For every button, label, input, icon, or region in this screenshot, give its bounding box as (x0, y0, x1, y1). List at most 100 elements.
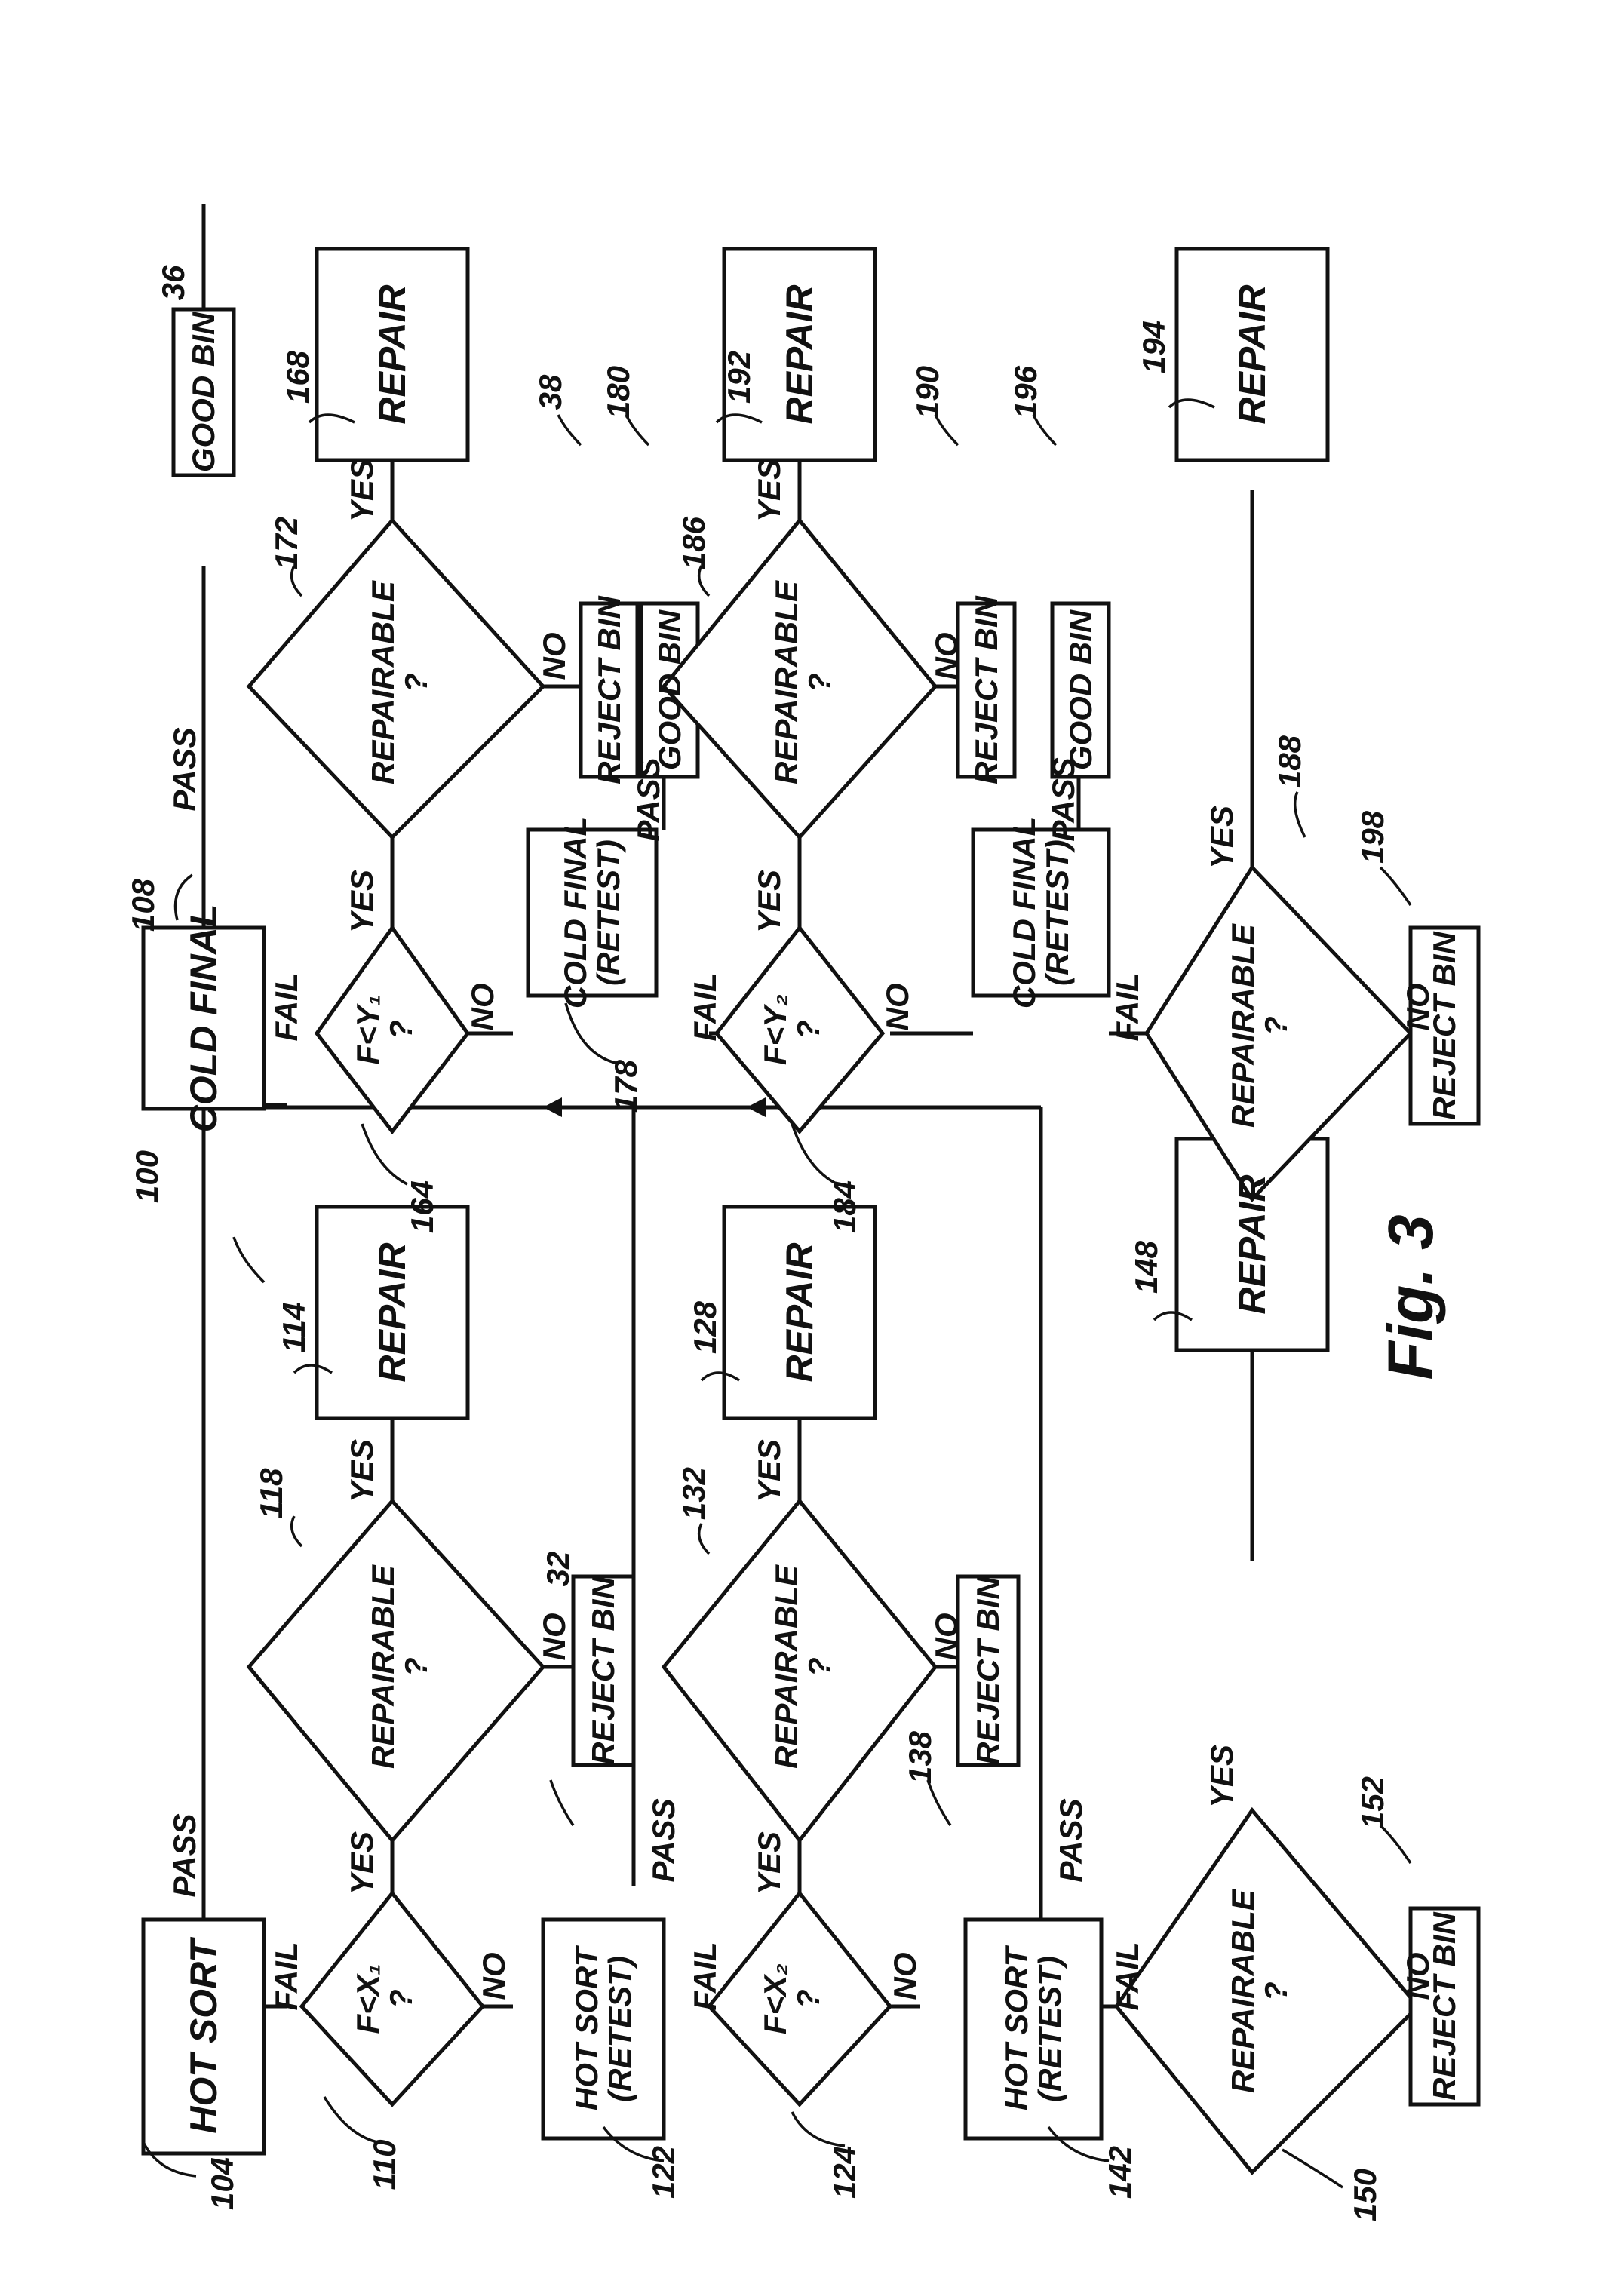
d172-text: REPAIRABLE (367, 581, 400, 784)
d164-label: F<Y₁? (352, 995, 418, 1065)
cold-retest-178-text: COLD FINAL (559, 817, 592, 1008)
ref-190: 190 (911, 366, 944, 419)
edge-pass-178: PASS (632, 757, 665, 841)
edge-pass-108: PASS (168, 727, 201, 811)
d110-text: F<X₁ (352, 1964, 385, 2034)
hot-retest-142-label: HOT SORT(RETEST) (1000, 1948, 1067, 2110)
d188-text: REPAIRABLE (1226, 924, 1260, 1128)
ref-188: 188 (1273, 735, 1306, 788)
reject-bin-152-label: REJECT BIN (1428, 1912, 1461, 2101)
edge-yes-186: YES (753, 459, 786, 522)
ref-180: 180 (602, 366, 635, 419)
ref-178: 178 (609, 1060, 643, 1113)
edge-no-172: NO (538, 633, 571, 680)
good-bin-180-label: GOOD BIN (653, 610, 686, 770)
edge-pass-142: PASS (1055, 1798, 1088, 1882)
hot-retest-122-sub: (RETEST) (603, 1948, 637, 2110)
edge-yes-150: YES (1205, 1745, 1239, 1808)
edge-yes-184: YES (753, 870, 786, 933)
edge-no-150: NO (1401, 1953, 1435, 2000)
d184-label: F<Y₂? (759, 994, 825, 1065)
reject-bin-190-label: REJECT BIN (970, 596, 1003, 784)
edge-fail-108: FAIL (270, 973, 303, 1042)
ref-150: 150 (1349, 2169, 1382, 2221)
ref-186: 186 (677, 517, 711, 569)
ref-138: 138 (904, 1731, 937, 1784)
reject-bin-32-label: REJECT BIN (587, 1576, 620, 1765)
ref-196: 196 (1009, 366, 1042, 419)
d132-q: ? (803, 1565, 837, 1769)
edge-no-164: NO (466, 984, 499, 1031)
d118-q: ? (400, 1565, 433, 1769)
ref-164: 164 (406, 1180, 439, 1233)
edge-yes-124: YES (753, 1831, 786, 1895)
edge-no-124: NO (889, 1953, 922, 2000)
edge-fail-178: FAIL (689, 973, 722, 1042)
d186-q: ? (803, 581, 837, 784)
ref-184: 184 (828, 1180, 861, 1233)
ref-110: 110 (368, 2140, 401, 2190)
edge-pass-104: PASS (168, 1813, 201, 1897)
ref-122: 122 (647, 2146, 680, 2199)
edge-pass-cold-retest: PASS (1047, 757, 1080, 841)
d118-label: REPAIRABLE? (367, 1565, 433, 1769)
d184-q: ? (792, 994, 825, 1065)
edge-no-110: NO (477, 1953, 511, 2000)
ref-38: 38 (534, 375, 567, 410)
ref-168: 168 (281, 351, 315, 404)
ref-124: 124 (828, 2146, 861, 2199)
d188-label: REPAIRABLE? (1226, 924, 1293, 1128)
d164-q: ? (385, 995, 418, 1065)
ref-100: 100 (130, 1150, 164, 1203)
edge-no-188: NO (1401, 984, 1435, 1031)
ref-192: 192 (723, 351, 756, 404)
repair-114-label: REPAIR (373, 1242, 413, 1382)
d184-text: F<Y₂ (759, 994, 792, 1065)
hot-retest-142-text: HOT SORT (1000, 1948, 1033, 2110)
edge-fail-104: FAIL (270, 1942, 303, 2011)
ref-198: 198 (1356, 811, 1389, 864)
edge-no-132: NO (930, 1613, 963, 1661)
ref-118: 118 (255, 1469, 288, 1519)
d110-q: ? (385, 1964, 418, 2034)
edge-fail-cold-retest: FAIL (1111, 973, 1144, 1042)
hot-retest-142-sub: (RETEST) (1033, 1948, 1067, 2110)
repair-194-label: REPAIR (1233, 284, 1273, 424)
ref-128: 128 (689, 1301, 722, 1354)
d150-text: REPAIRABLE (1226, 1889, 1260, 2093)
good-bin-196-label: GOOD BIN (1064, 610, 1098, 770)
d150-q: ? (1260, 1889, 1293, 2093)
ref-108: 108 (127, 879, 160, 932)
ref-32: 32 (542, 1552, 575, 1587)
d118-text: REPAIRABLE (367, 1565, 400, 1769)
d164-text: F<Y₁ (352, 995, 385, 1065)
good-bin-36-label: GOOD BIN (187, 312, 220, 472)
edge-yes-164: YES (345, 870, 379, 933)
ref-114: 114 (278, 1303, 311, 1353)
reject-bin-138-label: REJECT BIN (972, 1576, 1005, 1765)
repair-192-label: REPAIR (780, 284, 820, 424)
d172-q: ? (400, 581, 433, 784)
reject-bin-38-label: REJECT BIN (593, 596, 626, 784)
d132-text: REPAIRABLE (770, 1565, 803, 1769)
d124-q: ? (792, 1963, 825, 2034)
edge-yes-118: YES (345, 1439, 379, 1503)
cold-final-label: COLD FINAL (184, 904, 224, 1133)
cold-retest-178-label: COLD FINAL(RETEST) (559, 817, 625, 1008)
ref-104: 104 (206, 2157, 239, 2210)
ref-36: 36 (157, 266, 190, 301)
edge-yes-132: YES (753, 1439, 786, 1503)
d188-q: ? (1260, 924, 1293, 1128)
d172-label: REPAIRABLE? (367, 581, 433, 784)
repair-128-label: REPAIR (780, 1242, 820, 1382)
hot-retest-122-label: HOT SORT(RETEST) (570, 1948, 637, 2110)
d110-label: F<X₁? (352, 1964, 418, 2034)
ref-132: 132 (677, 1467, 711, 1520)
ref-148: 148 (1130, 1241, 1163, 1294)
d186-label: REPAIRABLE? (770, 581, 837, 784)
d186-text: REPAIRABLE (770, 581, 803, 784)
cold-retest-178-sub: (RETEST) (592, 817, 625, 1008)
cold-retest-label: COLD FINAL(RETEST) (1008, 817, 1074, 1008)
